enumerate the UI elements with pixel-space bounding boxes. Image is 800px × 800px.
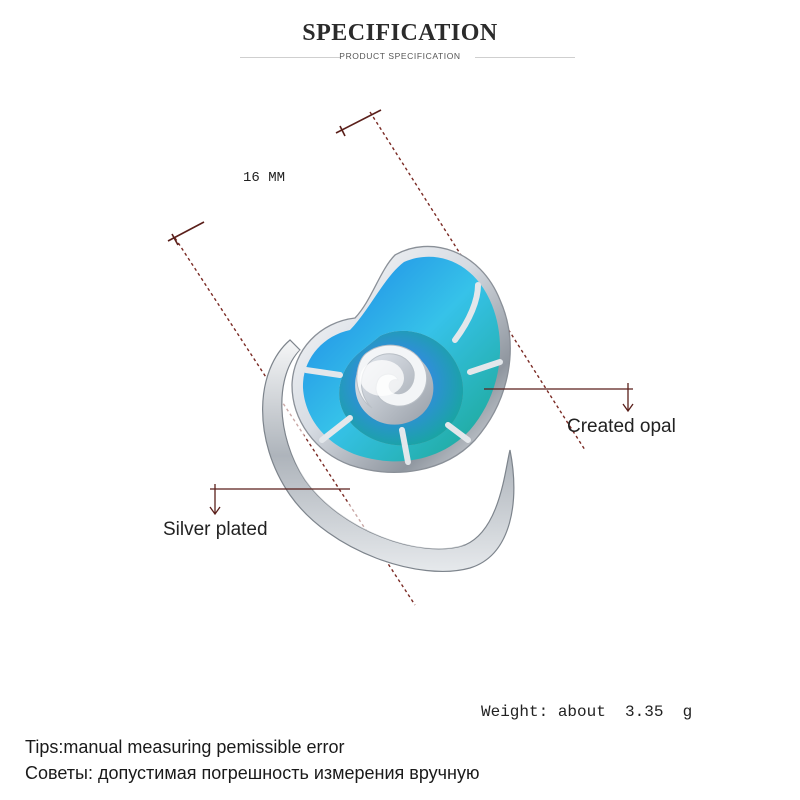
title-divider-left [240,57,340,58]
page-title: SPECIFICATION [302,20,498,46]
metal-callout: Silver plated [163,519,268,540]
stone-callout: Created opal [567,416,676,437]
page-subtitle: PRODUCT SPECIFICATION [339,51,461,61]
ring-band [262,339,515,572]
callout-leaders [209,383,634,516]
ring-dimension-label: 16 MM [243,170,286,186]
tip-russian: Советы: допустимая погрешность измерения… [25,763,480,783]
weight-text: Weight: about 3.35 g [481,703,693,721]
tip-english: Tips:manual measuring pemissible error [25,737,345,757]
shell-setting [291,245,511,473]
title-divider-right [475,57,575,58]
